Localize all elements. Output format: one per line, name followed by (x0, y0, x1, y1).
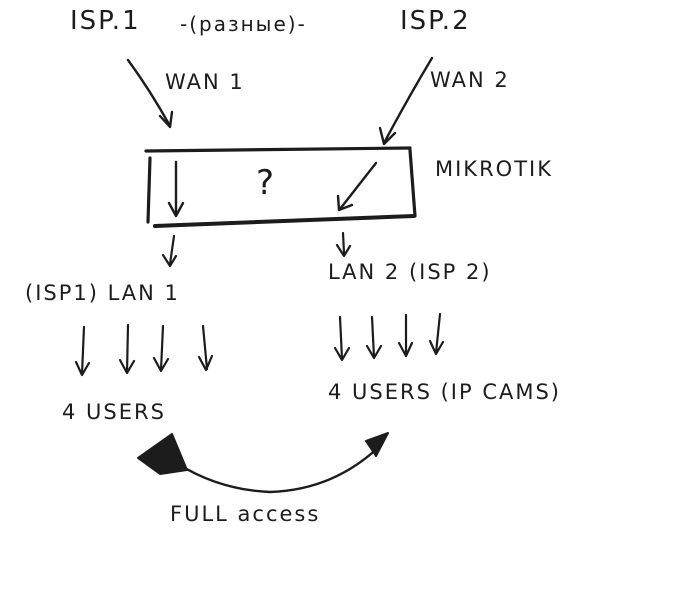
lan2-label: LAN 2 (ISP 2) (328, 260, 492, 284)
router-box-top (144, 146, 412, 153)
users2-label: 4 USERS (IP CAMS) (328, 380, 561, 404)
users1-label: 4 USERS (62, 400, 166, 424)
router-inner-arrowhead-right (336, 194, 354, 212)
lan1-label: (ISP1) LAN 1 (25, 281, 180, 305)
isp-difference-note: -(разные)- (180, 12, 307, 36)
router-box-bottom (153, 214, 416, 228)
lan2-arrowhead (335, 243, 352, 258)
wan2-arrow (382, 56, 434, 145)
wan1-arrow (126, 58, 172, 128)
lan2-arrow (341, 231, 346, 255)
router-box-left (146, 156, 152, 224)
isp1-label: ISP.1 (70, 6, 141, 36)
lan1-user-arrows (74, 323, 214, 377)
wan2-arrowhead (378, 126, 397, 146)
lan1-arrow (168, 234, 176, 266)
isp2-label: ISP.2 (400, 6, 471, 36)
lan1-arrowhead (161, 253, 178, 268)
router-box-right (408, 148, 417, 218)
full-access-curve (176, 442, 384, 494)
wan2-label: WAN 2 (430, 68, 510, 92)
wan1-arrowhead (158, 110, 174, 129)
router-inner-arrow-right (338, 161, 378, 211)
full-access-label: FULL access (170, 502, 321, 526)
wan1-label: WAN 1 (165, 70, 245, 94)
router-unknown-mark: ? (256, 163, 277, 203)
router-inner-arrowhead-left (167, 201, 185, 218)
full-access-arrowhead-left (137, 433, 188, 475)
lan2-user-arrows (333, 312, 445, 362)
full-access-arrowhead-right (365, 432, 389, 457)
router-label: MIKROTIK (435, 157, 553, 181)
